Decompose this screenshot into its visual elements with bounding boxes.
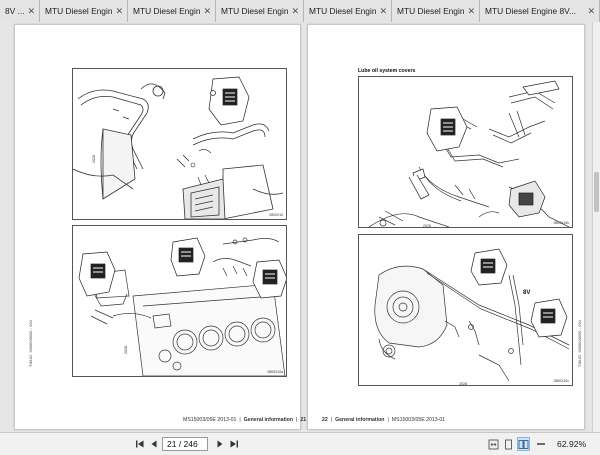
close-icon[interactable]: ✕ — [27, 5, 35, 16]
page-number: 22 — [322, 417, 328, 423]
tab-document[interactable]: MTU Diesel Engine 8V... ✕ — [40, 0, 128, 22]
navigation-toolbar: 21 / 246 62.92% — [0, 432, 600, 455]
page-number-text: 21 / 246 — [167, 439, 198, 449]
tab-document[interactable]: MTU Diesel Engine 8V... ✕ — [392, 0, 480, 22]
lube-oil-illustration-top: 2028 — [368, 80, 570, 228]
fit-width-icon[interactable] — [487, 437, 499, 451]
section-title: Lube oil system covers — [358, 68, 416, 74]
footer-section: General information — [335, 417, 385, 423]
tab-label: MTU Diesel Engine 8V... — [485, 6, 576, 16]
tab-bar: 8V ... ✕ MTU Diesel Engine 8V... ✕ MTU D… — [0, 0, 600, 22]
next-page-icon-glyph — [217, 440, 223, 448]
tab-document[interactable]: MTU Diesel Engine 8V... ✕ — [480, 0, 600, 22]
svg-text:2028: 2028 — [92, 155, 96, 163]
next-page-icon[interactable] — [214, 437, 226, 451]
vertical-scrollbar[interactable] — [592, 22, 600, 432]
figure-top-right: 2028 0800X10b — [358, 76, 573, 228]
close-icon[interactable]: ✕ — [379, 5, 387, 16]
close-icon[interactable]: ✕ — [203, 5, 211, 16]
close-icon[interactable]: ✕ — [587, 5, 595, 16]
close-icon[interactable]: ✕ — [115, 5, 123, 16]
svg-text:2028: 2028 — [124, 346, 128, 354]
footer-section: General information — [243, 417, 294, 423]
page-footer: 22|General information|MS15003/05E 2013-… — [322, 417, 446, 423]
single-page-glyph — [504, 439, 512, 449]
svg-text:2028: 2028 — [459, 382, 467, 386]
figure-bottom-right: 2028 8V 0800X10c — [358, 234, 573, 386]
last-page-icon[interactable] — [228, 437, 240, 451]
tab-label: MTU Diesel Engine 8V... — [45, 6, 113, 16]
two-page-glyph — [518, 439, 529, 449]
page-number: 21 — [300, 417, 307, 423]
document-viewer[interactable]: 2028 0800X10 — [0, 22, 600, 432]
page-number-field[interactable]: 21 / 246 — [162, 437, 208, 451]
zoom-out-glyph — [537, 443, 545, 445]
footer-doc: MS15003/05E 2013-01 — [391, 417, 446, 423]
tab-document[interactable]: MTU Diesel Engine 8V... ✕ — [304, 0, 392, 22]
tab-label: MTU Diesel Engine 8V... — [221, 6, 289, 16]
first-page-icon[interactable] — [134, 437, 146, 451]
side-code: TIM-ID: 0000000000 - 004 — [29, 320, 33, 367]
previous-page-icon[interactable] — [148, 437, 160, 451]
first-page-icon-glyph — [136, 440, 144, 448]
figure-reference: 0800X10a — [267, 370, 283, 374]
tab-label: MTU Diesel Engine 8V... — [309, 6, 377, 16]
tab-document[interactable]: 8V ... ✕ — [0, 0, 40, 22]
figure-reference: 0800X10 — [269, 213, 283, 217]
side-code: TIM-ID: 0000000000 - 004 — [578, 320, 582, 367]
tab-document[interactable]: MTU Diesel Engine 8V... ✕ — [128, 0, 216, 22]
scrollbar-thumb[interactable] — [594, 172, 599, 212]
figure-bottom-left: 2028 0800X10a — [72, 225, 287, 377]
two-page-icon[interactable] — [517, 437, 530, 451]
footer-doc: MS15003/05E 2013-01 — [183, 417, 237, 423]
page-left: 2028 0800X10 — [14, 24, 306, 430]
last-page-icon-glyph — [230, 440, 238, 448]
engine-illustration-bottom: 2028 — [78, 237, 286, 376]
variant-label: 8V — [523, 290, 531, 296]
figure-top-left: 2028 0800X10 — [72, 68, 287, 220]
lube-oil-illustration-bottom: 2028 — [374, 248, 570, 386]
tab-label: MTU Diesel Engine 8V... — [397, 6, 465, 16]
close-icon[interactable]: ✕ — [291, 5, 299, 16]
page-footer: MS15003/05E 2013-01|General information|… — [183, 417, 307, 423]
svg-text:2028: 2028 — [423, 224, 431, 228]
zoom-out-icon[interactable] — [535, 437, 547, 451]
figure-reference: 0800X10c — [553, 379, 569, 383]
tab-label: 8V ... — [5, 6, 25, 16]
zoom-level[interactable]: 62.92% — [557, 439, 587, 449]
figure-reference: 0800X10b — [553, 221, 569, 225]
tab-document[interactable]: MTU Diesel Engine 8V... ✕ — [216, 0, 304, 22]
fit-width-glyph — [488, 439, 498, 449]
previous-page-icon-glyph — [151, 440, 157, 448]
engine-illustration-top: 2028 — [73, 76, 284, 219]
single-page-icon[interactable] — [502, 437, 514, 451]
close-icon[interactable]: ✕ — [467, 5, 475, 16]
tab-label: MTU Diesel Engine 8V... — [133, 6, 201, 16]
page-right: Lube oil system covers — [307, 24, 585, 430]
